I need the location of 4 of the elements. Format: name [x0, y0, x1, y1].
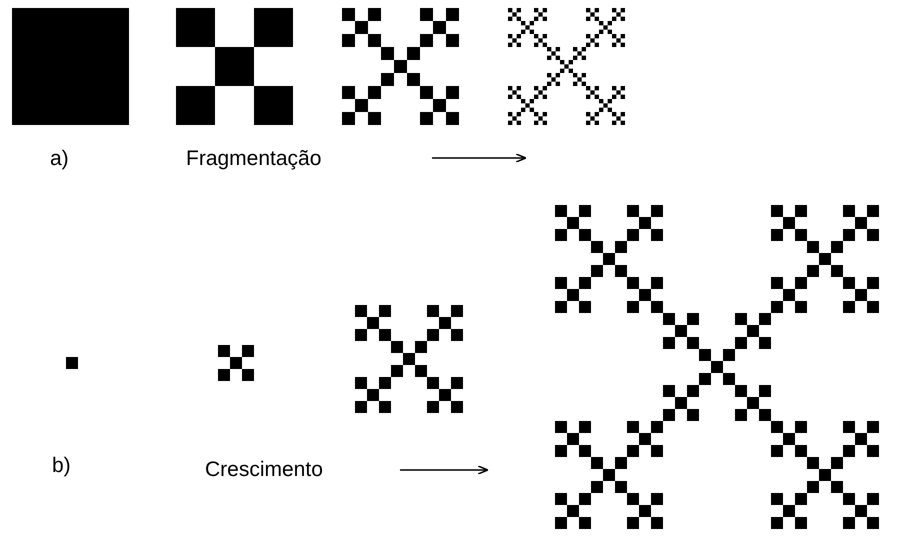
panel-label: b) [52, 455, 71, 476]
caption-text: Crescimento [205, 459, 323, 480]
caption-text: Fragmentação [186, 148, 322, 169]
panel-label: a) [50, 148, 69, 169]
